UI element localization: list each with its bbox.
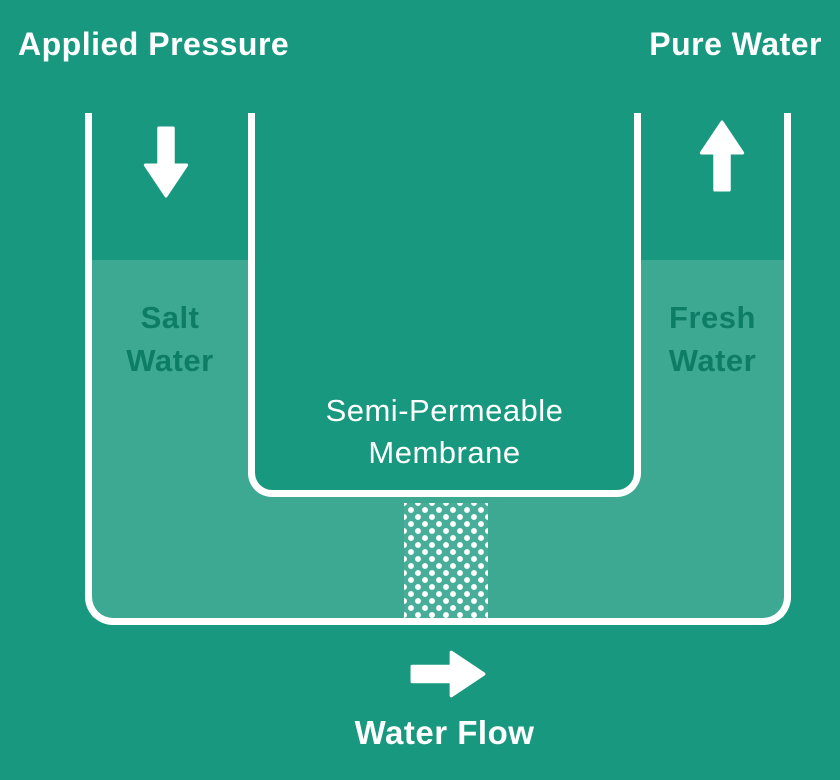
inner-chamber-background [255,260,634,490]
up-arrow-icon [699,120,745,192]
pure-water-heading: Pure Water [649,26,822,62]
applied-pressure-heading: Applied Pressure [18,26,290,62]
membrane-chamber-wall [248,113,641,497]
salt-water-label-line2: Water [126,343,214,379]
water-flow-label: Water Flow [354,714,535,751]
right-arrow-icon [410,650,486,698]
semi-permeable-membrane-label: Semi-Permeable Membrane [248,390,641,474]
fresh-water-label-line2: Water [668,343,757,379]
fresh-water-label-line1: Fresh [669,300,756,335]
membrane-label-line2: Membrane [368,434,521,470]
membrane-label-line1: Semi-Permeable [325,393,564,428]
fresh-water-label: Fresh Water [641,296,784,383]
salt-water-label-line1: Salt [140,300,200,335]
down-arrow-icon [143,126,189,198]
semi-permeable-membrane-dots [404,503,488,618]
outer-vessel-wall [85,113,791,625]
salt-water-label: Salt Water [92,296,248,383]
